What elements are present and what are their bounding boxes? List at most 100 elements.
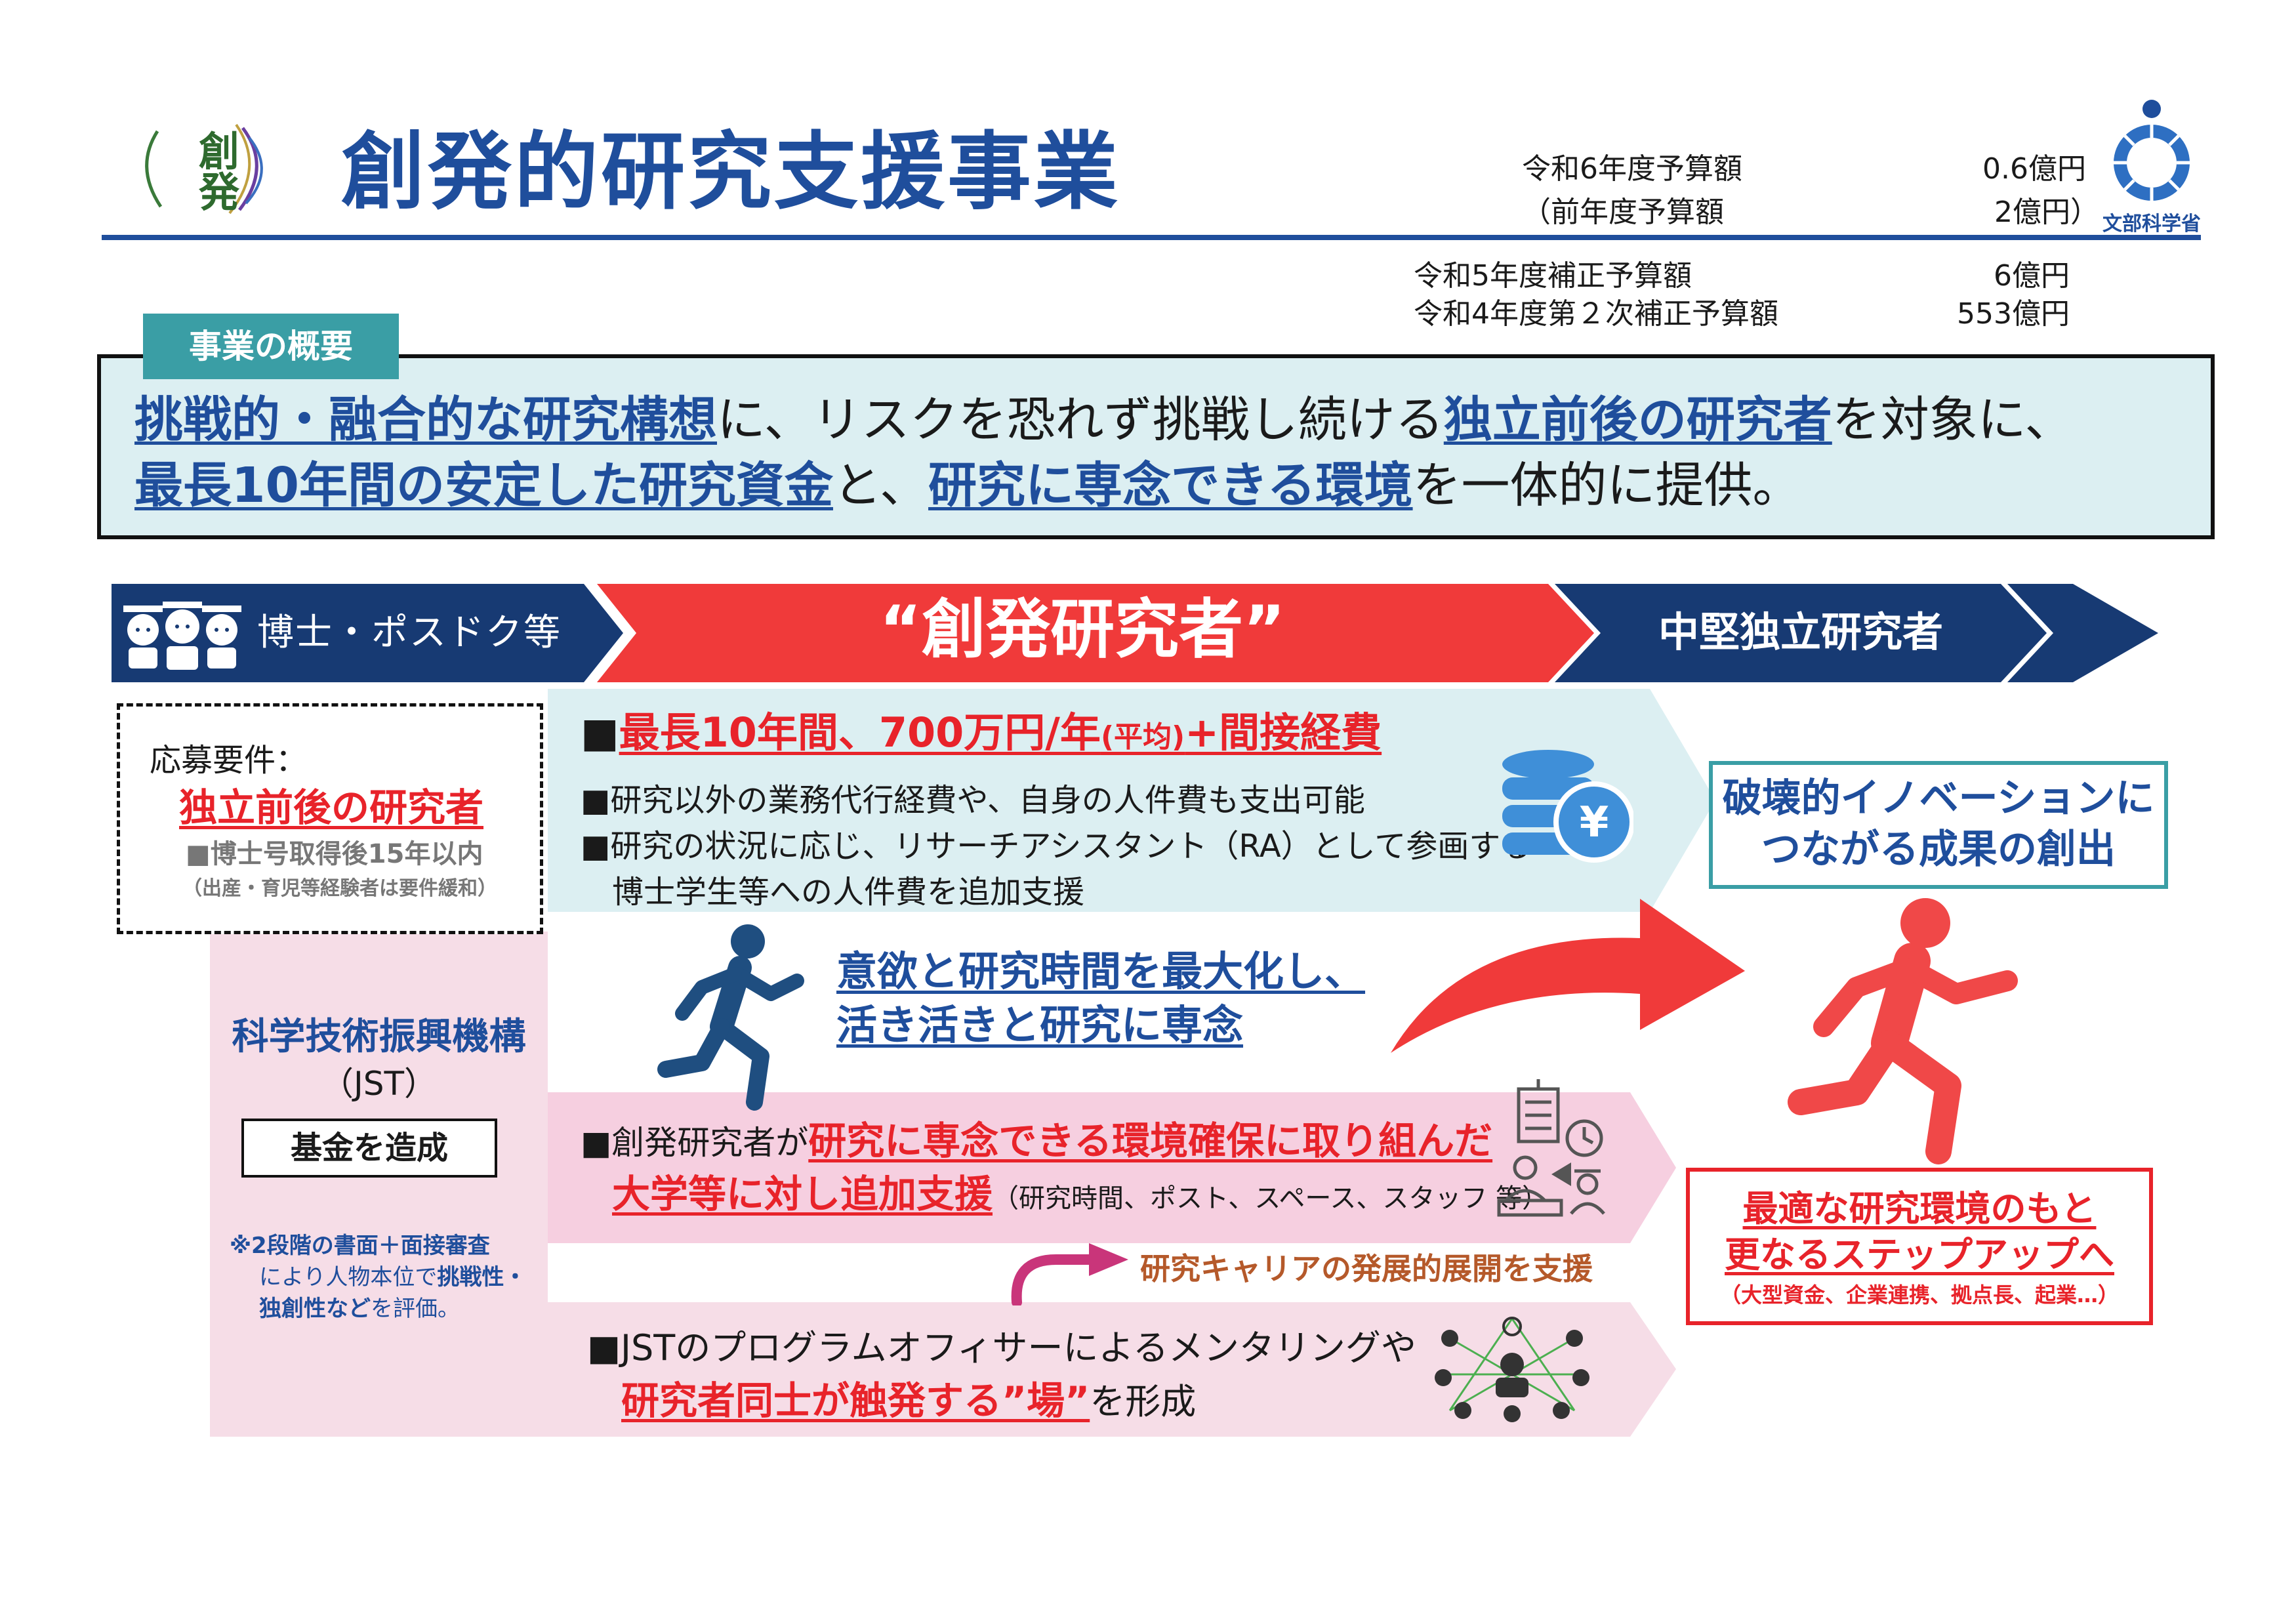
jst-note: ※2段階の書面＋面接審査 により人物本位で挑戦性・ 独創性などを評価。 xyxy=(230,1230,526,1325)
jst-note-3a: 独創性など xyxy=(259,1296,371,1322)
motivation-line-2: 活き活きと研究に専念 xyxy=(836,1001,1244,1049)
runner-red-icon xyxy=(1784,895,2034,1164)
outcome-line-1: 破壊的イノベーションに xyxy=(1722,775,2155,821)
svg-text:¥: ¥ xyxy=(1580,798,1609,847)
university-line-2: 大学等に対し追加支援（研究時間、ポスト、スペース、スタッフ 等） xyxy=(581,1168,1548,1224)
ministry-logo: 文部科学省 xyxy=(2102,97,2201,236)
budget-label-r6: 令和6年度予算額 xyxy=(1522,152,1742,186)
university-line-1: ■創発研究者が研究に専念できる環境確保に取り組んだ xyxy=(581,1115,1548,1168)
mentoring-suffix: を形成 xyxy=(1090,1381,1197,1422)
funding-headline-c: +間接経費 xyxy=(1185,709,1382,756)
stepup-line-2: 更なるステップアップへ xyxy=(1725,1234,2114,1275)
jst-name: 科学技術振興機構 xyxy=(232,1016,526,1058)
requirements-label: 応募要件： xyxy=(150,742,308,779)
stepup-note: （大型資金、企業連携、拠点長、起業…） xyxy=(1719,1283,2119,1307)
overview-l1-a: 挑戦的・融合的な研究構想 xyxy=(134,392,717,448)
overview-line-2: 最長10年間の安定した研究資金と、研究に専念できる環境を一体的に提供。 xyxy=(134,453,2074,518)
jst-note-2b: 挑戦性・ xyxy=(437,1264,527,1290)
logo-swirl-icon xyxy=(145,123,263,215)
funding-items: ■研究以外の業務代行経費や、自身の人件費も支出可能 ■研究の状況に応じ、リサーチ… xyxy=(581,777,1532,915)
funding-item-3: 博士学生等への人件費を追加支援 xyxy=(612,874,1085,911)
requirements-sub: ■博士号取得後15年以内 xyxy=(186,839,483,869)
mentoring-text: ■JSTのプログラムオフィサーによるメンタリングや 研究者同士が触発する”場”を… xyxy=(587,1322,1416,1428)
header-rule xyxy=(102,235,2201,240)
funding-item-1: ■研究以外の業務代行経費や、自身の人件費も支出可能 xyxy=(581,782,1365,819)
mentoring-line-1: ■JSTのプログラムオフィサーによるメンタリングや xyxy=(587,1327,1416,1368)
stage-end-chevron xyxy=(2007,584,2158,682)
stepup-box: 最適な研究環境のもと 更なるステップアップへ （大型資金、企業連携、拠点長、起業… xyxy=(1686,1168,2153,1325)
career-arrow-icon xyxy=(1011,1243,1128,1305)
budget-label-r4: 令和4年度第２次補正予算額 xyxy=(1414,297,1778,331)
overview-l2-a: 最長10年間の安定した研究資金 xyxy=(134,457,833,514)
budget-value-r5: 6億円 xyxy=(1994,259,2070,293)
mentoring-line-2: 研究者同士が触発する”場”を形成 xyxy=(587,1374,1416,1428)
university-staff-icon xyxy=(1489,1076,1614,1227)
budget-block-top: 令和6年度予算額 0.6億円 （前年度予算額 2億円） xyxy=(1522,148,2099,234)
logo: 創発 xyxy=(131,112,276,223)
jst-panel xyxy=(210,932,548,1437)
university-paren: （研究時間、ポスト、スペース、スタッフ 等） xyxy=(993,1183,1549,1214)
runner-blue-icon xyxy=(656,922,813,1112)
overview-l1-d: を対象に、 xyxy=(1832,392,2074,448)
overview-tab: 事業の概要 xyxy=(143,314,399,379)
funding-item-2: ■研究の状況に応じ、リサーチアシスタント（RA）として参画する xyxy=(581,828,1532,865)
stage-center-shape xyxy=(597,584,1594,682)
overview-l1-c: 独立前後の研究者 xyxy=(1443,392,1832,448)
budget-label-prev: （前年度予算額 xyxy=(1522,195,1724,229)
stepup-line-1: 最適な研究環境のもと xyxy=(1742,1188,2097,1229)
funding-headline-a: 最長10年間、700万円/年 xyxy=(619,709,1101,756)
stage-center-label: “創発研究者” xyxy=(879,592,1286,667)
overview-l2-d: を一体的に提供。 xyxy=(1412,457,1801,514)
jst-note-line3: 独創性などを評価。 xyxy=(230,1293,526,1325)
overview-l2-c: 研究に専念できる環境 xyxy=(928,457,1413,514)
budget-label-r5: 令和5年度補正予算額 xyxy=(1414,259,1692,293)
funding-band xyxy=(548,689,1715,912)
university-red-1: 研究に専念できる環境確保に取り組んだ xyxy=(808,1119,1493,1163)
funding-bullet: ■ xyxy=(581,709,619,756)
requirements-note: （出産・育児等経験者は要件緩和） xyxy=(182,877,497,900)
jst-fund-box: 基金を造成 xyxy=(241,1119,497,1178)
requirements-box: 応募要件： 独立前後の研究者 ■博士号取得後15年以内 （出産・育児等経験者は要… xyxy=(117,703,543,934)
overview-l2-b: と、 xyxy=(832,457,929,514)
budget-value-r4: 553億円 xyxy=(1957,297,2070,331)
motivation-line-1: 意欲と研究時間を最大化し、 xyxy=(836,947,1366,995)
overview-box xyxy=(97,354,2215,539)
mentoring-red: 研究者同士が触発する”場” xyxy=(621,1378,1090,1423)
mentoring-band xyxy=(548,1302,1676,1437)
jst-note-2a: により人物本位で xyxy=(259,1264,438,1290)
funding-headline-b: (平均) xyxy=(1100,720,1185,754)
budget-value-r6: 0.6億円 xyxy=(1982,152,2086,186)
jst-note-1a: ※2段階の xyxy=(230,1233,334,1259)
university-band xyxy=(548,1092,1676,1243)
career-text: 研究キャリアの発展的展開を支援 xyxy=(1140,1251,1593,1286)
jst-note-3b: を評価。 xyxy=(371,1296,460,1322)
requirements-main: 独立前後の研究者 xyxy=(179,785,484,830)
budget-block-bottom: 令和5年度補正予算額 6億円 令和4年度第２次補正予算額 553億円 xyxy=(1414,257,2070,333)
stage-right-label: 中堅独立研究者 xyxy=(1658,608,1943,656)
page-title: 創発的研究支援事業 xyxy=(341,123,1121,221)
stage-right-shape xyxy=(1555,584,2047,682)
jst-note-line1: ※2段階の書面＋面接審査 xyxy=(230,1230,526,1262)
network-people-icon xyxy=(1430,1312,1594,1430)
funding-headline: ■最長10年間、700万円/年(平均)+間接経費 xyxy=(581,705,1382,765)
university-prefix: ■創発研究者が xyxy=(581,1124,809,1162)
university-text: ■創発研究者が研究に専念できる環境確保に取り組んだ 大学等に対し追加支援（研究時… xyxy=(581,1115,1548,1224)
jst-note-1b: 書面＋面接審査 xyxy=(333,1233,490,1259)
motivation-text: 意欲と研究時間を最大化し、 活き活きと研究に専念 xyxy=(836,945,1365,1052)
university-red-2: 大学等に対し追加支援 xyxy=(612,1172,993,1216)
outcome-line-2: つながる成果の創出 xyxy=(1761,827,2116,873)
stage-banner xyxy=(112,584,2158,682)
overview-text: 挑戦的・融合的な研究構想に、リスクを恐れず挑戦し続ける独立前後の研究者を対象に、… xyxy=(134,387,2074,518)
jst-note-line2: により人物本位で挑戦性・ xyxy=(230,1262,526,1293)
overview-l1-b: に、リスクを恐れず挑戦し続ける xyxy=(717,392,1444,448)
graduates-icon xyxy=(117,594,248,672)
ministry-name: 文部科学省 xyxy=(2102,213,2201,236)
jst-abbr: （JST） xyxy=(320,1065,438,1103)
outcome-box: 破壊的イノベーションに つながる成果の創出 xyxy=(1709,761,2168,889)
overview-line-1: 挑戦的・融合的な研究構想に、リスクを恐れず挑戦し続ける独立前後の研究者を対象に、 xyxy=(134,387,2074,453)
logo-text: 創発 xyxy=(192,130,239,211)
budget-value-prev: 2億円） xyxy=(1994,195,2099,229)
ministry-emblem-icon xyxy=(2114,100,2190,201)
coins-yen-icon: ¥ xyxy=(1496,745,1635,869)
curved-arrow-icon xyxy=(1391,899,1745,1053)
